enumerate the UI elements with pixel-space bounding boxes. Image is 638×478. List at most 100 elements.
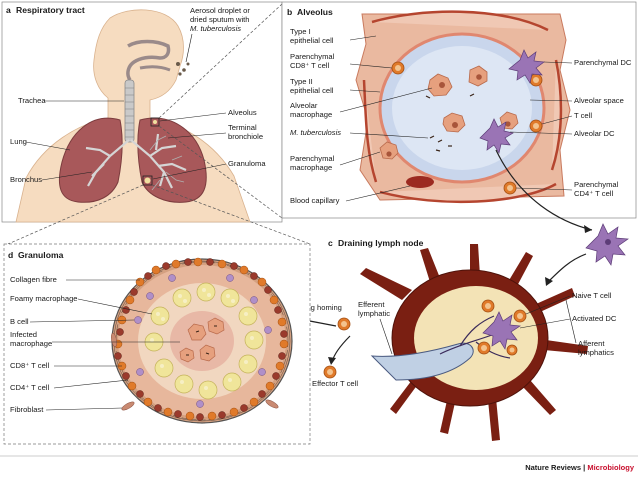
panel-a-title: Respiratory tract [16,5,85,15]
alveolar-space-inner [392,46,532,170]
label-fibroblast: Fibroblast [10,405,44,414]
label-tcell-b: T cell [574,111,592,120]
label-afferent-line1: Afferent [578,339,605,348]
leader-bcell [29,319,135,323]
leader-cd4-d [53,379,129,389]
foamy-vacuoles [150,288,254,390]
panel-d-letter: d [8,250,13,260]
leader-afferent [565,299,577,344]
t-cell-nuclei-b [395,65,539,191]
nasal-airway [126,39,171,81]
label-type1-line2: epithelial cell [290,36,334,45]
leader-activated [519,318,571,329]
leader-capillary [345,185,411,202]
label-foamy: Foamy macrophage [10,294,78,303]
leader-aerosol [185,33,193,63]
label-parmac-line2: macrophage [290,163,332,172]
panel-granuloma: d Granuloma [3,243,311,445]
panel-d-labels: Collagen fibre Foamy macrophage B cell I… [10,275,180,414]
mtb-bacilli [425,93,475,152]
panel-a-labels: Aerosol droplet or dried sputum with M. … [10,6,266,184]
label-bcell: B cell [10,317,29,326]
panel-c-title: Draining lymph node [338,238,424,248]
alveolus-focus-box [150,117,160,127]
label-cd8b-line2: CD8⁺ T cell [290,61,329,70]
label-aerosol-line3: M. tuberculosis [190,24,241,33]
label-lung: Lung [10,137,27,146]
panel-d-title: Granuloma [18,250,64,260]
label-alveolus: Alveolus [228,108,257,117]
label-activated: Activated DC [572,314,617,323]
label-cd8b-line1: Parenchymal [290,52,335,61]
dc-to-node-arrowhead [545,277,553,286]
leader-alvmac [339,87,433,113]
granuloma-bacilli [186,325,217,356]
activated-dc [482,311,522,350]
label-alv-space: Alveolar space [574,96,624,105]
label-afferent-line2: lymphatics [578,348,614,357]
leader-foamy [77,298,153,315]
label-effector: Effector T cell [312,379,358,388]
label-cd4b-line1: Parenchymal [574,180,619,189]
leader-alveolus [159,112,227,122]
migrating-dc-nucleus [605,239,611,245]
label-type2-line2: epithelial cell [290,86,334,95]
panel-b-letter: b [287,7,292,17]
panel-b-labels-right: Parenchymal DC Alveolar space T cell Alv… [509,58,632,198]
leader-granuloma-a [152,163,227,180]
leader-type2 [349,89,381,93]
label-aerosol-line2: dried sputum with [190,15,250,24]
leader-lung [25,141,71,151]
leader-efferent [379,318,393,355]
leader-cd8-b [349,63,393,69]
panel-respiratory-tract: a Respiratory tract [1,1,283,223]
label-type1-line1: Type I [290,27,311,36]
panel-b-labels-left: Type I epithelial cell Parenchymal CD8⁺ … [290,27,433,205]
node-t-cell-nuclei [481,303,523,353]
effector-t-cell-nucleus [327,369,333,375]
journal-name: Nature Reviews [525,463,581,472]
label-par-dc: Parenchymal DC [574,58,632,67]
necrotic-centre [170,311,234,371]
panel-alveolus: b Alveolus [281,1,637,233]
leader-mtb [349,132,429,139]
trachea-tube [124,79,135,143]
dc-migration-arrowhead [584,225,592,233]
label-parmac-line1: Parenchymal [290,154,335,163]
label-capillary: Blood capillary [290,196,340,205]
label-infected-line1: Infected [10,330,37,339]
aerosol-droplets [176,62,190,76]
label-mtb: M. tuberculosis [290,128,341,137]
leader-fibroblast [45,407,123,411]
right-lung [137,117,207,203]
granuloma-focus-box [142,175,153,186]
leader-cd4-b [515,187,573,191]
label-bronchus: Bronchus [10,175,42,184]
oral-airway [139,65,171,72]
label-aerosol-line1: Aerosol droplet or [190,6,250,15]
label-terminal-line1: Terminal [228,123,257,132]
left-lung [58,117,123,203]
leader-tcell-b [541,115,573,125]
panel-c-letter: c [328,238,333,248]
label-cd4b-line2: CD4⁺ T cell [574,189,613,198]
label-naive: Naive T cell [572,291,612,300]
label-alvmac-line1: Alveolar [290,101,318,110]
panel-b-title: Alveolus [297,7,333,17]
label-alvmac-line2: macrophage [290,110,332,119]
label-cd8-d: CD8⁺ T cell [10,361,49,370]
journal-section: Microbiology [587,463,634,472]
journal-credit: Nature Reviews | Microbiology [525,463,635,472]
alveolus-marker [153,120,157,124]
journal-separator: | [581,463,587,472]
label-alv-dc: Alveolar DC [574,129,615,138]
efferent-vessel [370,342,474,381]
bronchial-tree [85,133,187,189]
label-terminal-line2: bronchiole [228,132,263,141]
label-lung-homing: Lung homing [298,303,342,312]
leader-terminal-bronchiole [167,132,227,139]
leader-naive [525,295,571,315]
trachea-rings [125,87,134,138]
label-cd4-d: CD4⁺ T cell [10,383,49,392]
